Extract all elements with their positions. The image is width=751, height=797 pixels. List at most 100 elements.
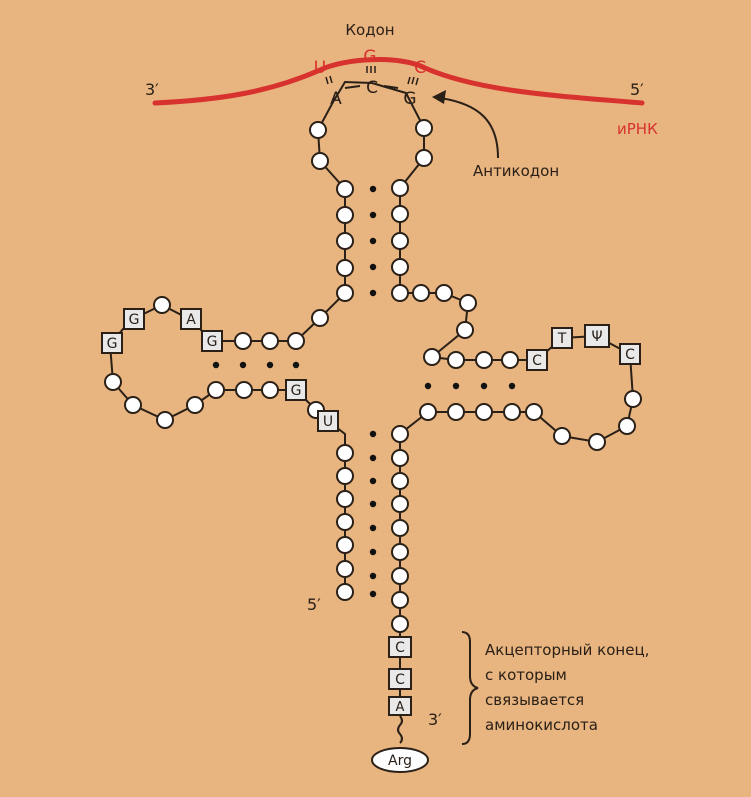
anticodon-arrow-head bbox=[432, 90, 446, 104]
pair-dot bbox=[369, 590, 377, 598]
pair-dot bbox=[424, 382, 432, 390]
codon-letters: U G C bbox=[314, 47, 426, 78]
base-boxes: G G A G G U C T bbox=[101, 308, 641, 716]
base-box-acc-c2: C bbox=[388, 668, 412, 690]
acceptor-brace bbox=[461, 631, 479, 745]
nucleotide bbox=[391, 449, 409, 467]
pair-dot bbox=[369, 289, 377, 297]
pair-dot bbox=[452, 382, 460, 390]
nucleotide bbox=[336, 259, 354, 277]
nucleotide bbox=[391, 232, 409, 250]
base-box-t-t: T bbox=[551, 327, 573, 349]
nucleotide bbox=[336, 536, 354, 554]
nucleotide bbox=[336, 284, 354, 302]
nucleotide bbox=[309, 121, 327, 139]
nucleotide bbox=[475, 351, 493, 369]
pair-dot bbox=[369, 185, 377, 193]
pair-dot bbox=[369, 548, 377, 556]
nucleotide bbox=[391, 543, 409, 561]
mrna-3-prime: 3′ bbox=[145, 80, 159, 99]
nucleotide bbox=[588, 433, 606, 451]
base-box-d-g1: G bbox=[101, 332, 123, 354]
nucleotide bbox=[336, 583, 354, 601]
strand-5-prime: 5′ bbox=[307, 595, 321, 614]
nucleotide bbox=[447, 403, 465, 421]
acceptor-end-label: Акцепторный конец, с которым связывается… bbox=[485, 641, 649, 734]
pair-dot bbox=[212, 361, 220, 369]
nucleotide bbox=[336, 467, 354, 485]
nucleotide bbox=[391, 472, 409, 490]
codon-base-1: U bbox=[314, 58, 326, 78]
base-letter: G bbox=[129, 312, 140, 328]
pair-dot bbox=[369, 263, 377, 271]
base-letter: T bbox=[557, 331, 567, 347]
base-letter: G bbox=[291, 383, 302, 399]
base-box-t-c2: C bbox=[619, 343, 641, 365]
nucleotide bbox=[391, 615, 409, 633]
codon-base-2: G bbox=[363, 47, 376, 67]
anticodon-arrow bbox=[439, 97, 499, 159]
nucleotide bbox=[391, 425, 409, 443]
base-box-d-a: A bbox=[180, 308, 202, 330]
nucleotide bbox=[618, 417, 636, 435]
amino-link bbox=[397, 715, 403, 744]
anticodon-label: Антикодон bbox=[473, 162, 559, 180]
pair-dot bbox=[369, 572, 377, 580]
base-box-t-psi: Ψ bbox=[584, 324, 610, 348]
base-letter: C bbox=[395, 672, 405, 688]
nucleotide bbox=[391, 284, 409, 302]
nucleotide bbox=[186, 396, 204, 414]
base-box-d-g3: G bbox=[201, 330, 223, 352]
nucleotide bbox=[435, 284, 453, 302]
pair-dot bbox=[292, 361, 300, 369]
nucleotide bbox=[336, 180, 354, 198]
nucleotide bbox=[311, 309, 329, 327]
nucleotide bbox=[336, 490, 354, 508]
hydrogen-bonds bbox=[325, 66, 419, 86]
base-box-anti-u: U bbox=[317, 410, 339, 432]
anticodon-base-2: C bbox=[366, 78, 378, 98]
nucleotide bbox=[124, 396, 142, 414]
nucleotide bbox=[391, 591, 409, 609]
base-box-t-c1: C bbox=[526, 349, 548, 371]
amino-acid-label: Arg bbox=[388, 753, 412, 769]
base-letter: C bbox=[395, 640, 405, 656]
base-box-d-g4: G bbox=[285, 379, 307, 401]
nucleotide bbox=[456, 321, 474, 339]
anticodon-letters: A C G bbox=[330, 78, 416, 109]
acceptor-label-line-4: аминокислота bbox=[485, 716, 598, 734]
mrna-strand bbox=[152, 57, 645, 106]
pair-dot bbox=[369, 430, 377, 438]
acceptor-label-line-3: связывается bbox=[485, 691, 584, 709]
base-letter: A bbox=[396, 700, 405, 715]
base-letter: C bbox=[532, 353, 542, 369]
nucleotide bbox=[156, 411, 174, 429]
nucleotide-circles bbox=[104, 119, 642, 633]
nucleotide bbox=[415, 119, 433, 137]
anticodon-link-1 bbox=[344, 85, 361, 89]
strand-3-prime: 3′ bbox=[428, 710, 442, 729]
base-box-acc-a: A bbox=[388, 696, 412, 716]
nucleotide bbox=[391, 258, 409, 276]
anticodon-base-1: A bbox=[330, 89, 342, 109]
nucleotide bbox=[261, 381, 279, 399]
pair-dot bbox=[369, 524, 377, 532]
nucleotide bbox=[503, 403, 521, 421]
nucleotide bbox=[419, 403, 437, 421]
nucleotide bbox=[336, 232, 354, 250]
base-pair-dots bbox=[212, 185, 516, 598]
nucleotide bbox=[459, 294, 477, 312]
nucleotide bbox=[336, 560, 354, 578]
nucleotide bbox=[336, 513, 354, 531]
pair-dot bbox=[508, 382, 516, 390]
pair-dot bbox=[266, 361, 274, 369]
base-letter: G bbox=[107, 336, 118, 352]
pair-dot bbox=[369, 211, 377, 219]
pair-dot bbox=[369, 500, 377, 508]
nucleotide bbox=[336, 444, 354, 462]
nucleotide bbox=[391, 519, 409, 537]
nucleotide bbox=[391, 495, 409, 513]
amino-acid: Arg bbox=[371, 747, 429, 773]
nucleotide bbox=[423, 348, 441, 366]
